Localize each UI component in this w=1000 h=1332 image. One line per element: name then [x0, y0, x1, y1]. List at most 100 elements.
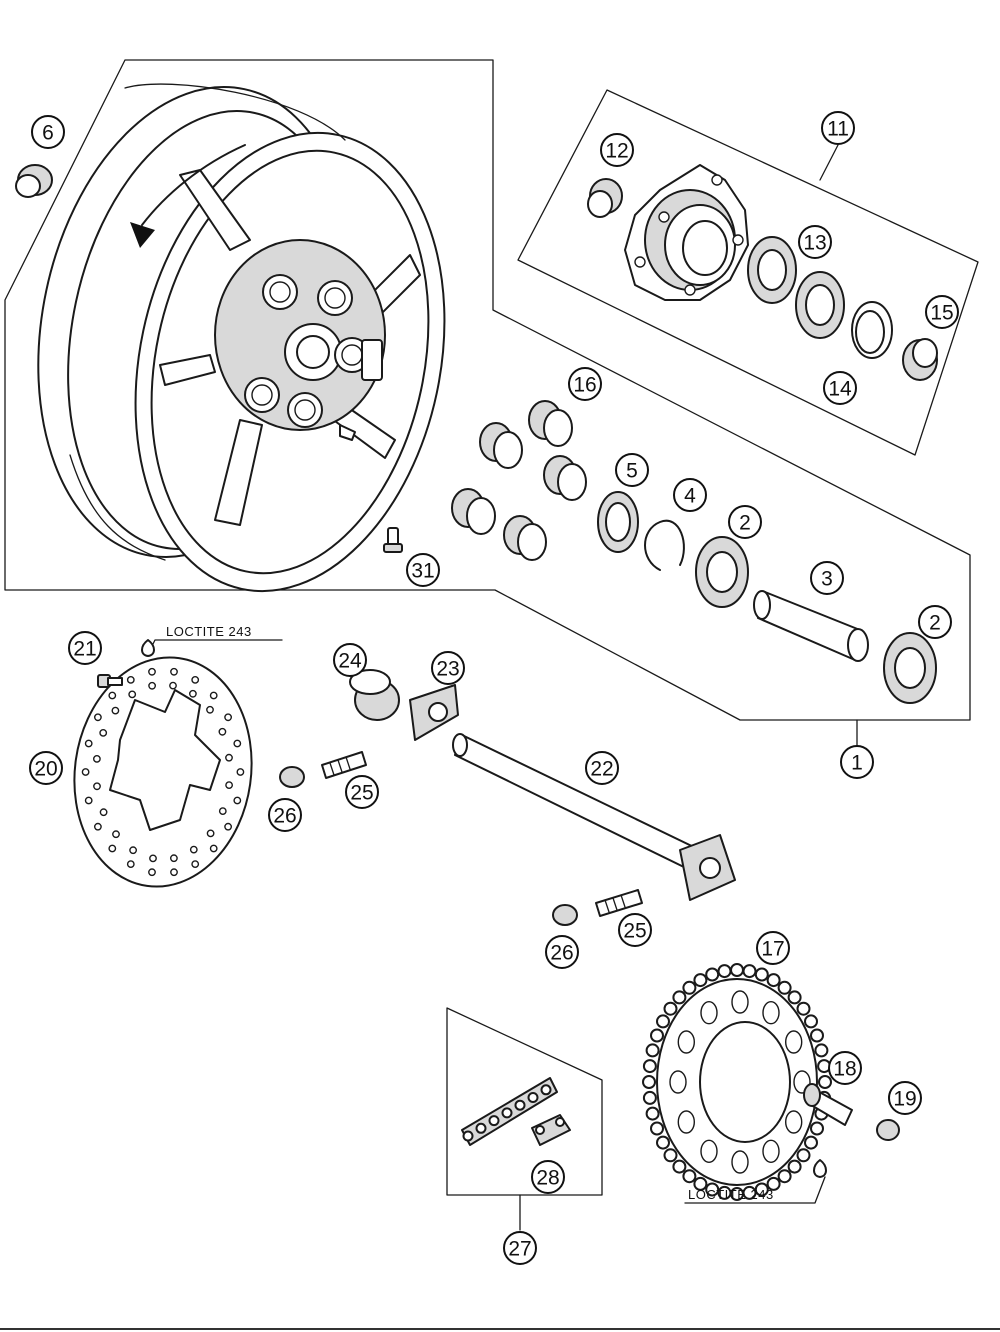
- disc-hole: [224, 822, 233, 831]
- callout-25-left: 25: [345, 775, 379, 809]
- disc-hole: [225, 781, 234, 789]
- sprocket-tooth: [787, 990, 802, 1005]
- sprocket-tooth: [656, 1135, 670, 1150]
- part-28-chain-link: [531, 1114, 571, 1146]
- sprocket-tooth: [663, 1001, 678, 1016]
- svg-text:26: 26: [273, 805, 296, 828]
- callout-4: 4: [673, 478, 707, 512]
- callout-24: 24: [333, 643, 367, 677]
- svg-text:20: 20: [34, 758, 57, 781]
- hub-carrier-frame: [517, 89, 979, 456]
- disc-hole: [169, 681, 177, 690]
- sprocket-hole: [762, 1001, 780, 1025]
- part-23-chain-adjuster: [409, 684, 459, 741]
- sprocket-tooth: [682, 1169, 697, 1184]
- part-20-brake-disc: [73, 656, 253, 888]
- sprocket-tooth: [642, 1075, 656, 1089]
- disc-hole: [206, 829, 215, 838]
- disc-hole: [191, 860, 200, 868]
- callout-14: 14: [823, 371, 857, 405]
- callout-23: 23: [431, 651, 465, 685]
- callout-26-right: 26: [545, 935, 579, 969]
- sprocket-tooth: [693, 1176, 708, 1191]
- callout-6: 6: [31, 115, 65, 149]
- callout-16: 16: [568, 367, 602, 401]
- disc-hole: [169, 854, 178, 863]
- sprocket-tooth: [787, 1159, 802, 1174]
- disc-hole: [111, 706, 120, 715]
- svg-text:19: 19: [893, 1088, 916, 1111]
- part-18-stud: [803, 1083, 853, 1126]
- sprocket-tooth: [682, 980, 697, 995]
- rotation-arrow-icon: [141, 144, 246, 226]
- disc-hole: [112, 830, 120, 839]
- rotation-arrowhead-icon: [130, 222, 155, 248]
- disc-hole: [236, 768, 245, 776]
- sprocket-tooth: [645, 1106, 660, 1121]
- sprocket-hole: [700, 1139, 718, 1164]
- svg-text:1: 1: [851, 752, 863, 775]
- callout-5: 5: [615, 453, 649, 487]
- sprocket-tooth: [810, 1028, 824, 1043]
- svg-text:15: 15: [930, 302, 953, 325]
- svg-text:3: 3: [821, 568, 833, 591]
- part-16-damper-set: [451, 400, 587, 561]
- chain-roller: [514, 1099, 526, 1111]
- sprocket-tooth: [766, 973, 781, 988]
- rear-wheel-rim: [37, 83, 446, 593]
- part-3-distance-tube: [753, 590, 869, 662]
- callout-31: 31: [406, 553, 440, 587]
- sprocket-hole: [731, 1150, 749, 1174]
- sprocket-tooth: [650, 1028, 664, 1043]
- part-13-bearing: [747, 236, 845, 339]
- callout-22: 22: [585, 751, 619, 785]
- callout-3: 3: [810, 561, 844, 595]
- disc-hole: [149, 854, 157, 863]
- sprocket-tooth: [754, 1182, 769, 1197]
- svg-text:24: 24: [338, 650, 362, 673]
- svg-text:2: 2: [739, 512, 751, 535]
- chain-roller: [501, 1107, 513, 1119]
- disc-hole: [108, 844, 117, 853]
- callout-2-upper: 2: [728, 505, 762, 539]
- chain-roller: [462, 1130, 474, 1142]
- chain-set-frame: [446, 1007, 603, 1196]
- svg-text:11: 11: [827, 118, 849, 141]
- svg-text:13: 13: [803, 232, 826, 255]
- callout-2-right: 2: [918, 605, 952, 639]
- disc-hole: [148, 667, 156, 676]
- disc-hole: [218, 807, 227, 815]
- disc-hole: [84, 796, 93, 805]
- part-5-shaft-seal: [597, 491, 639, 553]
- sprocket-tooth: [730, 963, 744, 977]
- svg-text:16: 16: [573, 374, 596, 397]
- disc-hole: [94, 822, 102, 831]
- part-12-bushing: [587, 178, 623, 218]
- disc-hole: [99, 729, 108, 737]
- svg-text:21: 21: [73, 638, 96, 661]
- part-27-chain-section: [461, 1077, 558, 1146]
- sprocket-tooth: [642, 1090, 657, 1105]
- part-25-adjusting-bolt-right: [595, 889, 643, 917]
- callout-21: 21: [68, 631, 102, 665]
- disc-hole: [218, 727, 227, 736]
- svg-text:31: 31: [411, 560, 434, 583]
- part-17-rear-sprocket: [642, 963, 832, 1201]
- callout-1: 1: [840, 745, 874, 779]
- sprocket-tooth: [656, 1014, 670, 1029]
- disc-hole: [233, 796, 242, 805]
- part-22-rear-axle: [452, 733, 736, 901]
- disc-hole: [128, 690, 137, 699]
- sprocket-tooth: [672, 1159, 687, 1174]
- svg-text:25: 25: [623, 920, 646, 943]
- sprocket-tooth: [810, 1121, 824, 1136]
- callout-11: 11: [821, 111, 855, 145]
- sprocket-tooth: [650, 1121, 664, 1136]
- disc-hole: [224, 713, 233, 722]
- loctite-drop-bottom-icon: [813, 1159, 827, 1178]
- chain-roller: [475, 1122, 487, 1134]
- sprocket-tooth: [693, 973, 708, 988]
- disc-hole: [108, 691, 117, 700]
- callout-12: 12: [600, 133, 634, 167]
